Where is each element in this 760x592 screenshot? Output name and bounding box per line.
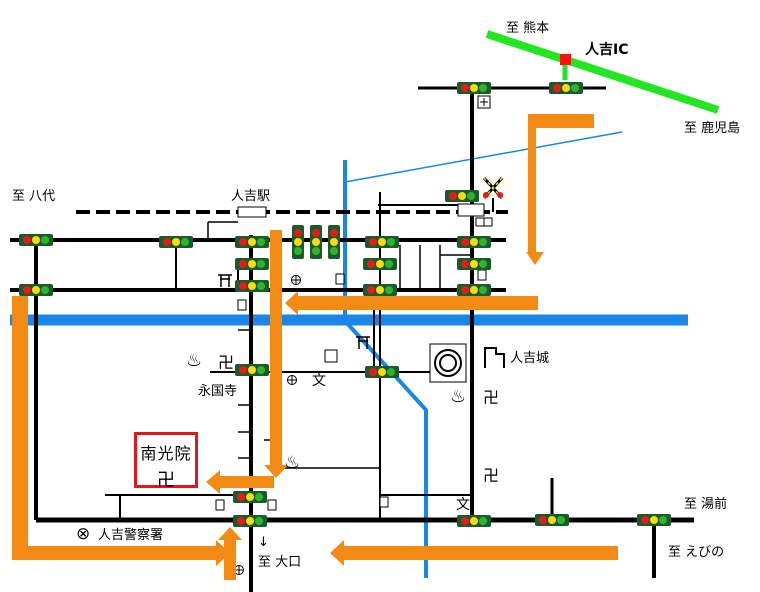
side-streets [238,329,276,459]
label-police: 人吉警察署 [98,528,164,543]
expressway [485,30,720,114]
roads [10,86,694,592]
onsen-icon: ♨ [450,386,467,407]
temple-icon: 卍 [218,353,235,372]
label-station: 人吉駅 [231,189,271,204]
label-to-kumamoto: 至 熊本 [506,21,550,36]
onsen-icon: ♨ [284,452,301,473]
post-office-icon [234,95,491,575]
ic-marker [560,54,571,65]
label-ic: 人吉IC [585,42,629,58]
label-to-yunomae: 至 湯前 [684,497,728,512]
torii-icon [218,274,370,349]
label-castle: 人吉城 [510,351,550,366]
onsen-icon: ♨ [186,350,203,371]
station-building [237,206,267,218]
temple-icon: 卍 [483,466,500,485]
label-eikokuji: 永国寺 [198,384,238,399]
school-icon: 文 [456,497,470,513]
railway [76,176,508,218]
castle-mark [429,343,505,383]
label-to-okuchi: 至 大口 [258,555,302,570]
river [10,131,688,578]
rail-crossing [457,203,485,217]
temple-icon: 卍 [157,470,175,491]
label-to-ebino: 至 えびの [668,545,725,560]
temple-icon: 卍 [483,388,500,407]
destination-name: 南光院 [140,444,192,463]
route-arrows [12,114,618,580]
label-to-kagoshima: 至 鹿児島 [684,121,741,136]
destination-box[interactable]: 南光院 卍 [134,432,198,491]
label-to-yatsushiro: 至 八代 [12,189,56,204]
police-icon: ⊗ [76,524,91,544]
label-down-arrow: ↓ [258,535,269,550]
school-icon: 文 [312,373,326,389]
